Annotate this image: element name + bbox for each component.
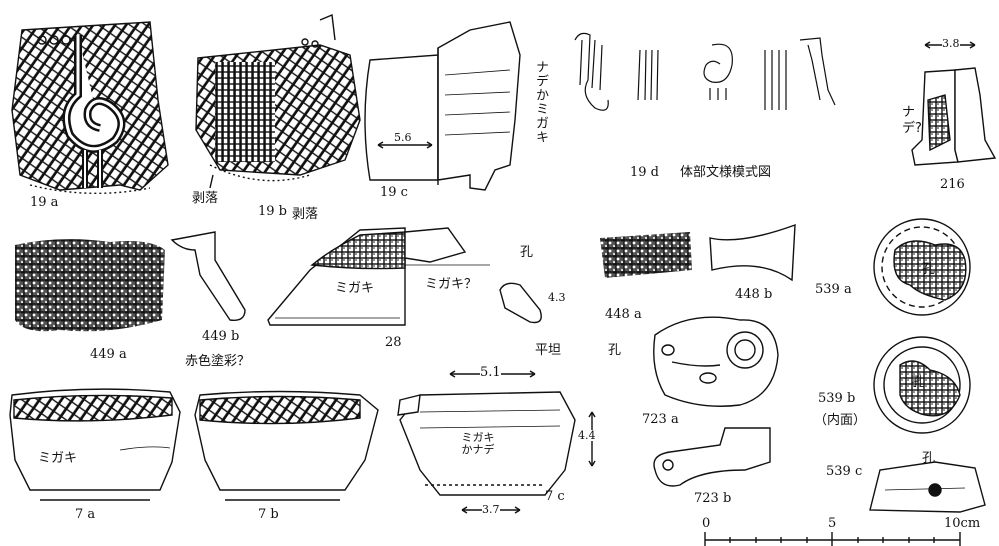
annotation-ana-28: 孔 (520, 245, 534, 260)
label-723b: 723 b (694, 491, 732, 506)
profile-216 (911, 41, 997, 166)
annotation-migaki-q-28: ミガキ？ (425, 277, 478, 292)
label-448a: 448 a (605, 307, 642, 322)
profile-448b (709, 223, 796, 282)
label-7c: 7 c (545, 489, 565, 504)
annotation-migaki-7a: ミガキ (38, 451, 78, 466)
label-539a: 539 a (815, 282, 852, 297)
label-448b: 448 b (735, 287, 773, 302)
annotation-migaki-ka-nade-7c: ミガキかナデ (461, 431, 495, 457)
rubbing-449a (15, 239, 165, 332)
bowl-7c (397, 370, 596, 514)
profile-449b (170, 231, 246, 321)
label-723a: 723 a (642, 412, 679, 427)
annotation-heitan: 平坦 (535, 343, 562, 358)
scale-bar (704, 532, 961, 546)
profile-19c (364, 21, 521, 191)
label-449b: 449 b (202, 329, 240, 344)
sherd-19a (11, 21, 169, 195)
label-19b: 19 b (258, 204, 287, 219)
scale-tick-10cm: 10cm (944, 516, 981, 531)
object-539b (873, 336, 971, 434)
sherd-19b (195, 13, 361, 189)
dimension-216: 3.8 (942, 37, 960, 50)
annotation-nade-ka-migaki: ナデかミガキ (533, 60, 548, 144)
annotation-nade-q: ナデ? (902, 105, 922, 136)
object-539c (869, 461, 986, 513)
bowl-7b (194, 390, 379, 501)
annotation-migaki-28: ミガキ (335, 281, 375, 296)
dimension-7c-top: 5.1 (480, 365, 501, 380)
annotation-ana-723: 孔 (608, 343, 622, 358)
annotation-akairo: 赤色塗彩？ (185, 354, 251, 369)
dimension-19c: 5.6 (394, 131, 412, 144)
annotation-ana-539a: 孔 (922, 262, 936, 277)
label-7a: 7 a (75, 507, 96, 522)
scale-tick-0: 0 (702, 516, 711, 531)
rubbing-448a (600, 232, 692, 278)
dimension-7c-side: 4.4 (578, 429, 596, 442)
label-216: 216 (940, 177, 965, 192)
annotation-ana-539b: 孔 (912, 375, 926, 390)
note-539b: （内面） (814, 413, 867, 428)
dimension-28: 4.3 (548, 291, 566, 304)
label-539b: 539 b (818, 391, 856, 406)
pattern-19d (574, 32, 836, 111)
annotation-hakuraku-1: 剥落 (192, 191, 219, 206)
label-7b: 7 b (258, 507, 279, 522)
sherd-28 (267, 227, 542, 326)
annotation-ana-539c: 孔 (922, 451, 936, 466)
object-723b (653, 427, 771, 487)
annotation-hakuraku-2: 剥落 (292, 207, 319, 222)
scale-tick-5: 5 (828, 516, 837, 531)
label-19d: 19 d (630, 165, 659, 180)
label-19a: 19 a (30, 195, 59, 210)
object-539a (873, 218, 971, 316)
caption-19d: 体部文様模式図 (680, 165, 772, 180)
label-539c: 539 c (826, 464, 863, 479)
object-723a (653, 316, 779, 407)
label-19c: 19 c (380, 185, 408, 200)
label-28: 28 (385, 335, 402, 350)
bowl-7a (9, 388, 181, 501)
dimension-7c-bottom: 3.7 (482, 503, 500, 516)
label-449a: 449 a (90, 347, 127, 362)
